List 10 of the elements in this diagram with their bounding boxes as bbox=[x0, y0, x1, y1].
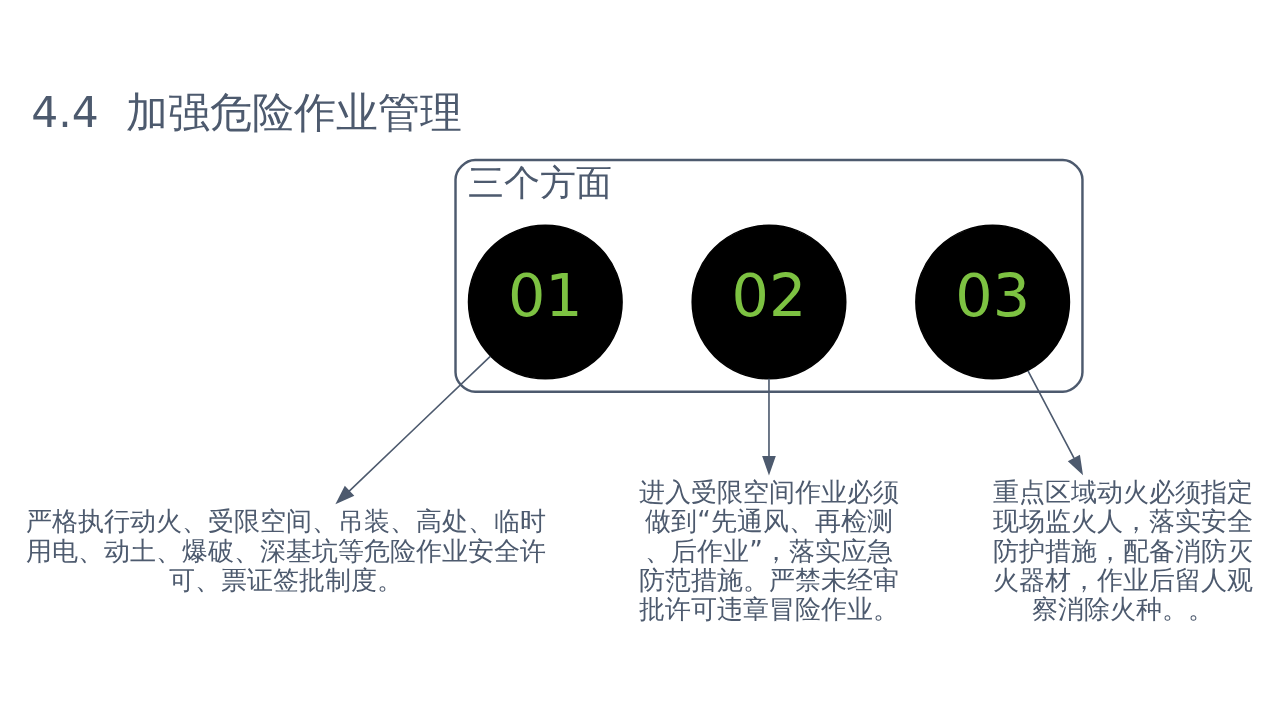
node-text: 严格执行动火、受限空间、吊装、高处、临时用电、动土、爆破、深基坑等危险作业安全许可、票证签批制度。 bbox=[25, 506, 546, 596]
node-circle: 03 bbox=[915, 224, 1071, 380]
arrow bbox=[1027, 370, 1083, 476]
node-text: 进入受限空间作业必须做到“先通风、再检测、后作业”，落实应急防范措施。严禁未经审批许可违章冒险作业。 bbox=[638, 476, 899, 625]
arrow bbox=[762, 378, 776, 476]
node-circle: 02 bbox=[691, 224, 847, 380]
diagram-title: 4.4 加强危险作业管理 bbox=[31, 88, 462, 138]
node-circle: 01 bbox=[467, 224, 623, 380]
arrow bbox=[335, 355, 492, 505]
node-text: 重点区域动火必须指定现场监火人，落实安全防护措施，配备消防灭火器材，作业后留人观察消除火种。。 bbox=[993, 476, 1254, 625]
